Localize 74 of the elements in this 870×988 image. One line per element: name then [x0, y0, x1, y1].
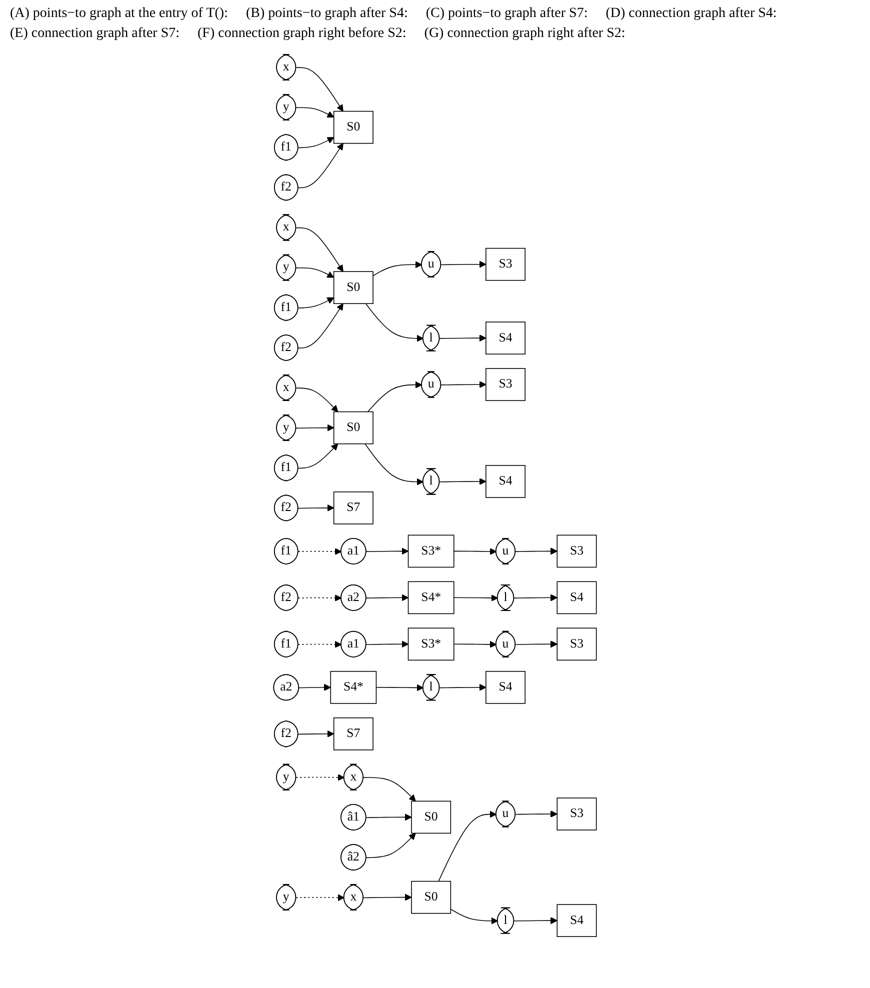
node-box: S4 [556, 581, 597, 614]
arrow [367, 381, 422, 412]
arrow [363, 894, 412, 901]
arrow [296, 107, 334, 118]
arrow [453, 548, 497, 556]
node-box: S4 [486, 322, 526, 354]
node-box: S0 [333, 411, 374, 444]
node-box: S4 [486, 670, 526, 704]
arrow [366, 832, 416, 858]
arrow [364, 443, 424, 486]
arrow [296, 774, 345, 781]
node-box: S3 [556, 534, 597, 568]
node-box: S3* [408, 628, 454, 661]
panel-caption: (C) points−to graph after S7: [426, 6, 588, 22]
node-box: S3 [486, 248, 526, 281]
node-box: S4 [556, 904, 597, 937]
arrow [296, 227, 344, 272]
arrow [376, 684, 424, 692]
node-box: S0 [333, 271, 374, 304]
arrow [366, 594, 409, 602]
arrow [298, 143, 344, 188]
arrow [514, 917, 558, 924]
panel-caption: (E) connection graph after S7: [10, 26, 180, 42]
arrow [453, 594, 498, 602]
arrow [296, 388, 338, 412]
node-box: S3 [486, 368, 526, 401]
node-box: S3* [408, 534, 454, 568]
node-box: S4* [408, 581, 454, 614]
node-box: S4* [330, 670, 377, 704]
arrow [298, 594, 342, 602]
arrow [366, 548, 409, 555]
panel-caption: (F) connection graph right before S2: [198, 26, 406, 42]
arrow [298, 640, 342, 648]
arrow [296, 67, 344, 112]
arrow [440, 260, 486, 268]
arrow [296, 894, 345, 902]
node-box: S0 [411, 880, 452, 914]
arrow [438, 810, 497, 882]
panel-caption: (G) connection graph right after S2: [424, 26, 626, 42]
arrow [365, 303, 424, 342]
node-box: S0 [333, 110, 374, 144]
node-box: S4 [486, 465, 526, 498]
arrow [298, 730, 334, 738]
arrow [515, 640, 558, 648]
arrow [366, 640, 409, 648]
node-box: S0 [411, 800, 452, 834]
panel-caption: (A) points−to graph at the entry of T(): [10, 6, 228, 22]
node-box: S3 [556, 798, 597, 830]
arrow [439, 478, 486, 485]
arrow [440, 381, 486, 388]
arrow [298, 504, 334, 512]
node-box: S7 [333, 717, 374, 750]
arrow [298, 303, 344, 348]
node-box: S3 [556, 628, 597, 661]
arrow [372, 261, 422, 276]
arrow [298, 444, 338, 469]
arrow [515, 548, 558, 555]
arrow [514, 594, 558, 602]
arrow [296, 267, 334, 278]
arrow [439, 334, 486, 342]
node-box: S7 [333, 492, 374, 524]
panel-caption: (D) connection graph after S4: [606, 6, 777, 22]
arrow [298, 548, 342, 556]
arrow [366, 814, 412, 821]
arrow [450, 908, 498, 924]
arrow [453, 640, 497, 648]
arrow [363, 777, 416, 802]
arrow [298, 684, 331, 691]
arrow [298, 137, 334, 148]
panel-caption: (B) points−to graph after S4: [246, 6, 408, 22]
arrow [298, 297, 334, 308]
arrow [439, 684, 486, 691]
arrow [296, 424, 334, 432]
arrow [515, 810, 558, 818]
